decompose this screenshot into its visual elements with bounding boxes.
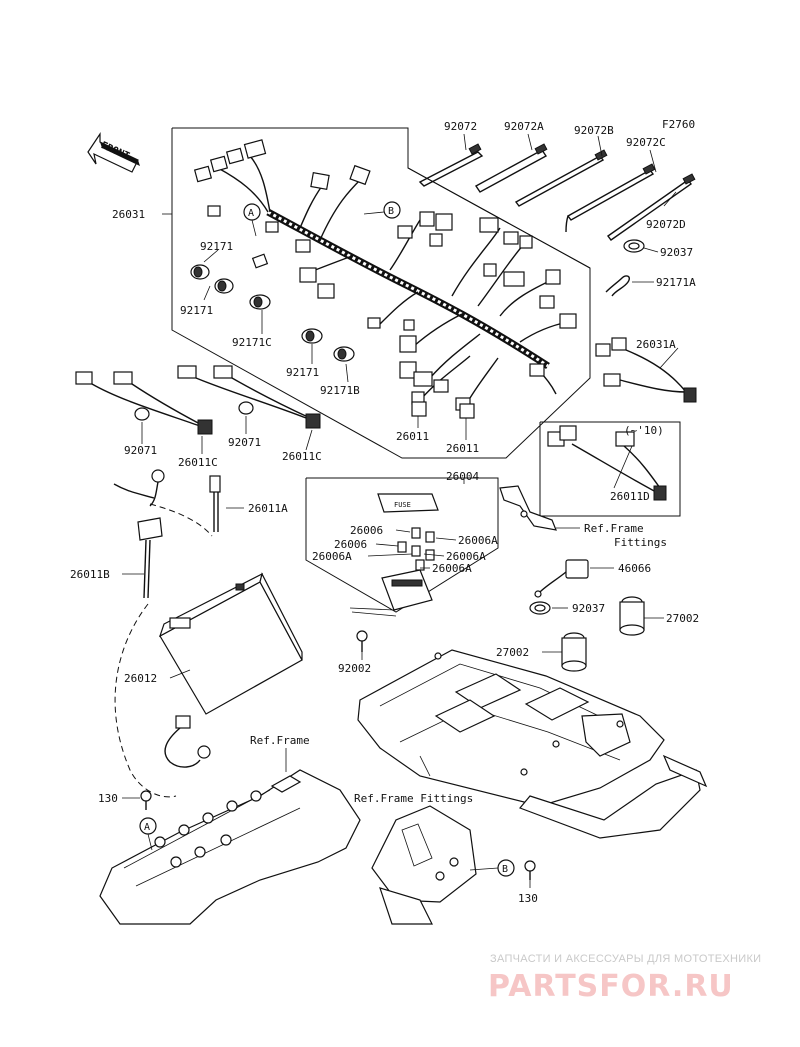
fuses — [397, 527, 435, 571]
label-26006A-d: 26006A — [432, 562, 472, 575]
harness-26011C-right — [177, 365, 321, 429]
box-26011D — [539, 421, 681, 517]
battery-tray — [357, 649, 708, 839]
battery-lower-cable — [164, 715, 211, 768]
svg-text:A: A — [144, 822, 150, 833]
label-92002: 92002 — [338, 662, 371, 675]
label-26031: 26031 — [112, 208, 145, 221]
label-92072A: 92072A — [504, 120, 544, 133]
label-130-a: 130 — [98, 792, 118, 805]
cable-tie-outline — [407, 128, 591, 269]
callout-b-circle: B — [363, 201, 401, 219]
label-92072: 92072 — [444, 120, 477, 133]
clamp-92171A — [605, 275, 654, 297]
label-92171-a: 92171 — [200, 240, 233, 253]
ref-frame-fittings-2: Ref.Frame Fittings — [354, 792, 473, 805]
label-92072B: 92072B — [574, 124, 614, 137]
boot-27002-a — [619, 596, 664, 636]
label-26006A-a: 26006A — [458, 534, 498, 547]
fuse-label: FUSE — [394, 501, 411, 509]
label-92171-c: 92171 — [286, 366, 319, 379]
label-92071-a: 92071 — [124, 444, 157, 457]
sub-harness-26031A — [595, 337, 697, 403]
frame — [99, 748, 477, 925]
label-46066: 46066 — [618, 562, 651, 575]
label-26012: 26012 — [124, 672, 157, 685]
battery-26012 — [158, 572, 303, 715]
watermark-brand: PARTSFOR.RU — [488, 969, 734, 1004]
figure-code: F2760 — [662, 118, 695, 131]
label-92037-a: 92037 — [660, 246, 693, 259]
label-26011C-a: 26011C — [178, 456, 218, 469]
harness-26011C-left — [75, 371, 213, 435]
label-27002-a: 27002 — [666, 612, 699, 625]
watermark: ЗАПЧАСТИ И АКСЕССУАРЫ ДЛЯ МОТОТЕХНИКИ PA… — [488, 953, 761, 1004]
front-arrow-icon: FRONT — [87, 132, 140, 173]
part-labels: 92072 92072A 92072B 92072C 92072D 92037 … — [70, 120, 699, 905]
watermark-tagline: ЗАПЧАСТИ И АКСЕССУАРЫ ДЛЯ МОТОТЕХНИКИ — [490, 953, 761, 965]
bracket-ref-frame-fittings — [499, 485, 580, 531]
harness-connectors — [193, 139, 577, 411]
callout-a-circle: A — [243, 203, 261, 237]
ref-frame: Ref.Frame — [250, 734, 310, 747]
bolt-92002 — [356, 630, 368, 652]
label-26006-a: 26006 — [350, 524, 383, 537]
label-26011C-b: 26011C — [282, 450, 322, 463]
model-note: (~'10) — [624, 424, 664, 437]
label-26011A: 26011A — [248, 502, 288, 515]
label-92072D: 92072D — [646, 218, 686, 231]
leader-lines — [122, 133, 677, 777]
label-26011-b: 26011 — [446, 442, 479, 455]
bolt-130-b — [524, 860, 536, 888]
label-27002-b: 27002 — [496, 646, 529, 659]
svg-text:A: A — [248, 208, 254, 219]
label-130-b: 130 — [518, 892, 538, 905]
callout-a-lower: A — [139, 817, 157, 851]
dashed-guide-top — [149, 503, 213, 537]
label-92072C: 92072C — [626, 136, 666, 149]
bolt-130-a — [122, 790, 152, 810]
label-92171B: 92171B — [320, 384, 360, 397]
fuse-box-outline — [305, 477, 499, 613]
fuse-box-cover: FUSE — [377, 493, 439, 513]
ref-frame-fittings-1: Ref.Frame — [584, 522, 644, 535]
label-92171-b: 92171 — [180, 304, 213, 317]
label-92037-b: 92037 — [572, 602, 605, 615]
label-26011D: 26011D — [610, 490, 650, 503]
callout-b-lower: B — [469, 859, 515, 877]
label-26031A: 26031A — [636, 338, 676, 351]
label-26004: 26004 — [446, 470, 479, 483]
harness-26011 — [411, 401, 475, 419]
label-26006A-b: 26006A — [446, 550, 486, 563]
label-26006-b: 26006 — [334, 538, 367, 551]
label-92171C: 92171C — [232, 336, 272, 349]
label-26011B: 26011B — [70, 568, 110, 581]
ref-frame-fittings-1b: Fittings — [614, 536, 667, 549]
label-26011-a: 26011 — [396, 430, 429, 443]
svg-text:B: B — [502, 864, 508, 875]
relay-46066 — [534, 559, 614, 598]
fuse-block — [349, 569, 433, 617]
harness-clamps — [190, 264, 355, 362]
dashed-guide-left — [114, 603, 177, 798]
battery-cable-26011B — [113, 469, 165, 599]
svg-text:B: B — [388, 206, 394, 217]
battery-cable-26011A — [209, 475, 221, 532]
clamp-92037 — [623, 239, 659, 253]
label-92171A: 92171A — [656, 276, 696, 289]
label-26006A-c: 26006A — [312, 550, 352, 563]
cable-ties — [418, 143, 696, 241]
clamp-92037-b — [529, 601, 568, 615]
boot-27002-b — [542, 632, 587, 672]
label-92071-b: 92071 — [228, 436, 261, 449]
